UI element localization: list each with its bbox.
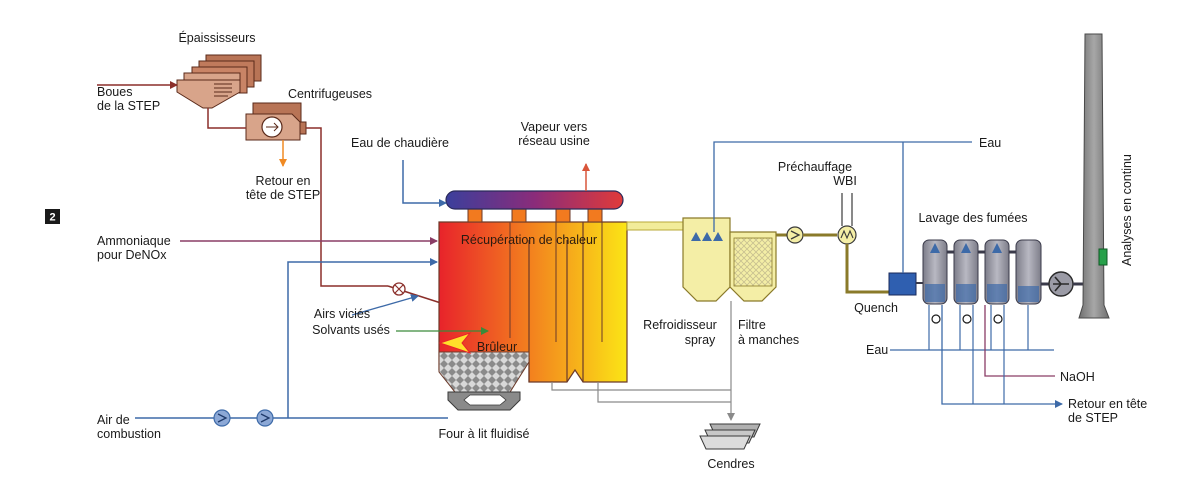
exchanger-to-quench-duct [845,244,892,294]
label-spray-cooler-line2: spray [685,333,716,347]
scrubber-column [984,239,1010,305]
label-solvents: Solvants usés [312,323,390,337]
label-burner: Brûleur [477,340,517,354]
label-steam-line1: Vapeur vers [521,120,587,134]
label-ammonia-line1: Ammoniaque [97,234,171,248]
fan-icon [256,409,274,427]
boiler-water-line [402,160,447,207]
label-bag-filter-line2: à manches [738,333,799,347]
naoh-line [984,305,1055,377]
label-sludge-line2: de la STEP [97,99,160,113]
label-preheating-line1: Préchauffage [778,160,852,174]
label-spray-cooler-line1: Refroidisseur [643,318,717,332]
label-boiler-water: Eau de chaudière [351,136,449,150]
fan-icon [213,409,231,427]
analyzer-indicator [1098,248,1108,266]
label-return-step-line2: de STEP [1068,411,1118,425]
air-to-furnace-line [287,258,438,418]
label-quench: Quench [854,301,898,315]
centrifuges [245,102,307,141]
label-vitiated-air: Airs viciés [314,307,370,321]
label-return-line1: Retour en [256,174,311,188]
sludge-to-furnace-line [306,127,388,287]
label-return-step-line1: Retour en tête [1068,397,1147,411]
ash-container [699,423,761,450]
scrubber-column [922,239,948,305]
chimney-stack [1078,33,1110,319]
badge-number: 2 [49,212,55,224]
section-badge: 2 [45,209,60,224]
thickeners [176,54,262,109]
label-centrifuges: Centrifugeuses [288,87,372,101]
label-water-mid: Eau [866,343,888,357]
label-return-line2: tête de STEP [246,188,320,202]
label-steam-line2: réseau usine [518,134,590,148]
stack-fan-icon [1048,271,1074,297]
label-heat-recovery: Récupération de chaleur [461,233,597,247]
label-flue-gas-scrubbing: Lavage des fumées [918,211,1027,225]
scrubber-column [1015,239,1042,305]
label-preheating-line2: WBI [833,174,857,188]
purge-return-line [941,305,1063,408]
label-water-top: Eau [979,136,1001,150]
spray-cooler [682,217,731,302]
label-sludge-line1: Boues [97,85,132,99]
ash-line [551,382,731,391]
id-fan-icon [786,226,804,244]
label-air-line1: Air de [97,413,130,427]
scrubber-spray-icon [930,243,1002,253]
label-naoh: NaOH [1060,370,1095,384]
label-continuous-analysis: Analyses en continu [1120,154,1134,266]
ash-line [597,382,731,403]
label-furnace: Four à lit fluidisé [438,427,529,441]
thickener-to-centrifuge-line [207,108,246,129]
label-thickeners: Épaississeurs [178,30,255,45]
furnace [438,221,628,411]
heat-exchanger-icon [837,225,857,245]
sludge-valve-icon [392,282,406,296]
steam-drum [445,190,624,223]
label-ash: Cendres [707,457,754,471]
flue-duct [626,221,690,231]
label-bag-filter-line1: Filtre [738,318,766,332]
water-to-spray-line [713,141,972,232]
label-air-line2: combustion [97,427,161,441]
pump-icon [931,314,1003,324]
scrubber-column [953,239,979,305]
quench-vessel [888,272,917,296]
vitiated-air-arrow [351,294,419,316]
label-ammonia-line2: pour DeNOx [97,248,167,262]
burner-icon [438,331,472,355]
bag-filter [729,231,777,302]
